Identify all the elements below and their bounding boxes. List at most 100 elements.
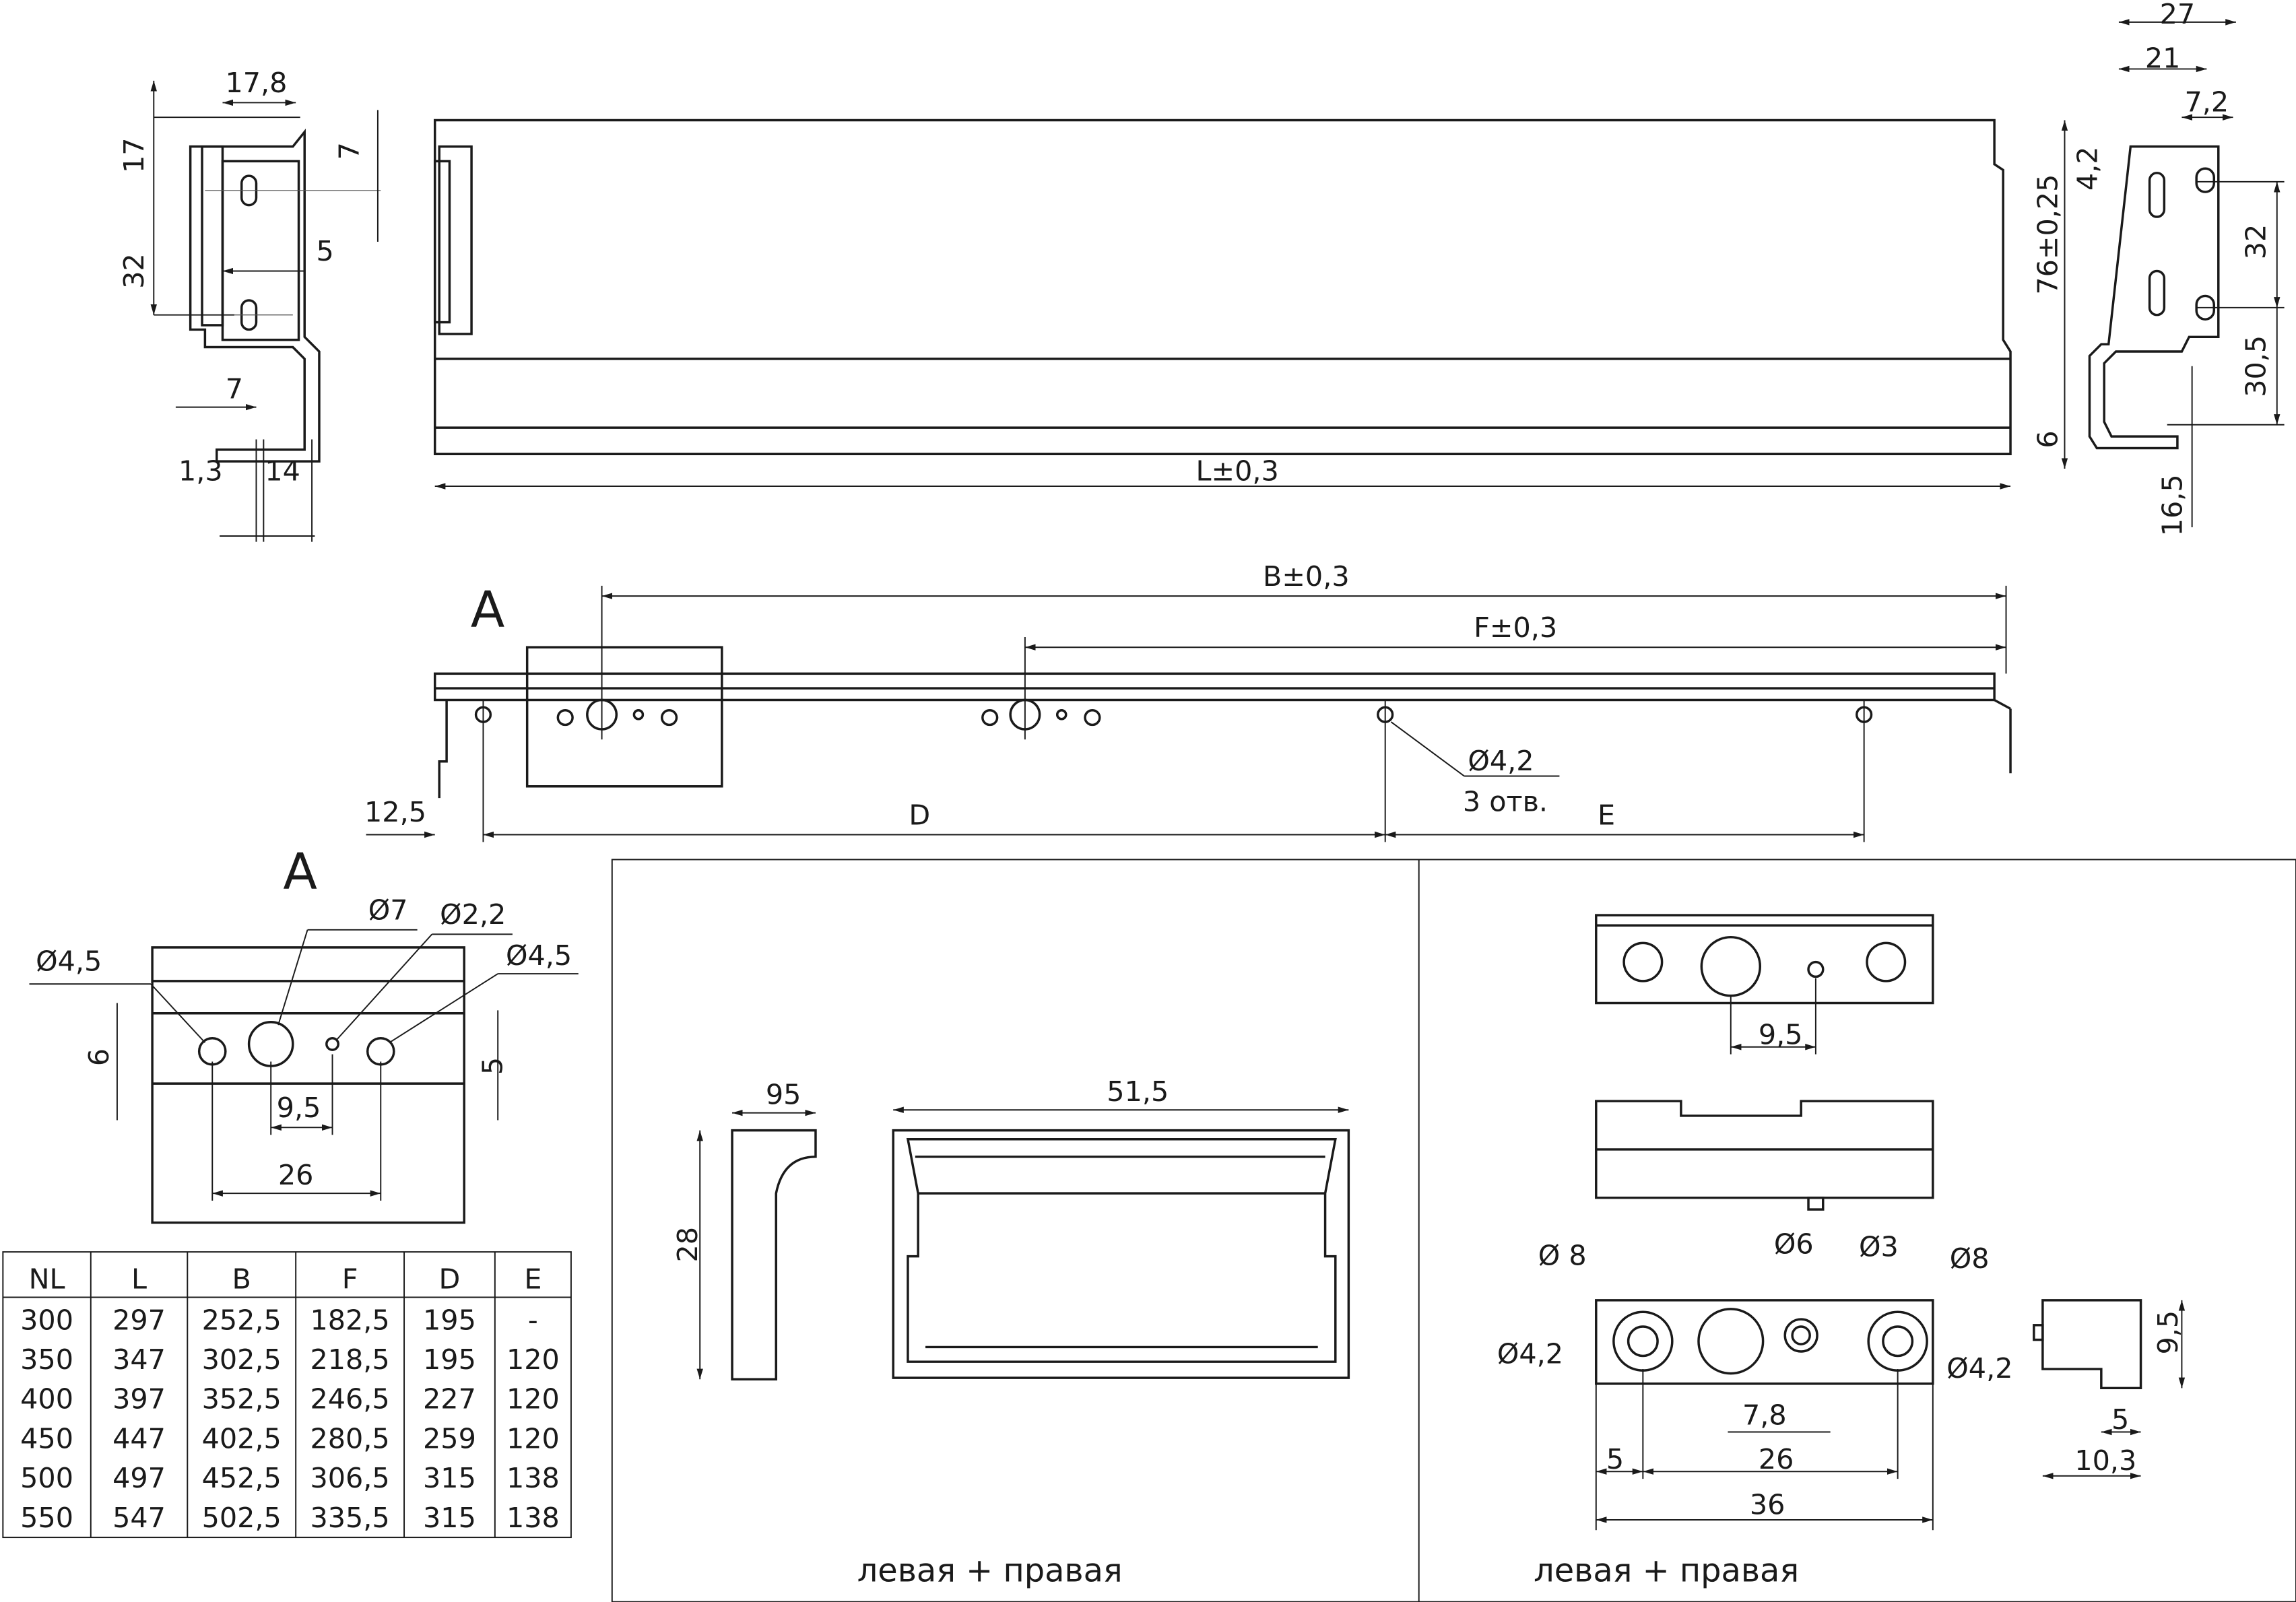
dim-6-detail: 6 <box>83 1048 115 1066</box>
table-cell: 195 <box>423 1304 476 1336</box>
dim-17: 17 <box>118 137 150 173</box>
table-cell: - <box>528 1304 538 1336</box>
dim-d4-2-left: Ø4,2 <box>1497 1337 1563 1370</box>
dim-16-5: 16,5 <box>2156 474 2188 536</box>
caption-right: левая + правая <box>1534 1552 1799 1589</box>
dim-26-piece: 26 <box>1759 1443 1794 1475</box>
table-cell: 315 <box>423 1462 476 1494</box>
dim-f: F±0,3 <box>1474 611 1557 644</box>
table-cell: 352,5 <box>202 1383 282 1415</box>
table-cell: 402,5 <box>202 1422 282 1455</box>
right-side-profile: 27 21 7,2 4,2 76±0,25 32 30,5 6 16,5 <box>2032 0 2285 536</box>
detail-marker-a: A <box>283 843 317 901</box>
dim-9-5-detail: 9,5 <box>277 1092 321 1124</box>
dim-5: 5 <box>317 235 334 267</box>
table-header: E <box>524 1263 542 1295</box>
detail-a: A Ø4,5 Ø7 Ø2,2 Ø4,5 6 5 9,5 26 <box>29 843 579 1224</box>
dim-b: B±0,3 <box>1263 560 1350 593</box>
table-cell: 120 <box>506 1422 560 1455</box>
table-header: B <box>232 1263 251 1295</box>
dim-5-small: 5 <box>2111 1403 2129 1436</box>
dim-26-detail: 26 <box>278 1159 314 1191</box>
table-cell: 302,5 <box>202 1343 282 1376</box>
table-cell: 550 <box>20 1502 73 1534</box>
table-cell: 300 <box>20 1304 73 1336</box>
table-cell: 500 <box>20 1462 73 1494</box>
dim-7-vertical: 7 <box>333 142 366 160</box>
dim-10-3: 10,3 <box>2074 1444 2136 1477</box>
table-header: F <box>342 1263 358 1295</box>
table-cell: 246,5 <box>310 1383 389 1415</box>
dim-30-5: 30,5 <box>2239 335 2272 397</box>
dim-51-5: 51,5 <box>1107 1075 1169 1108</box>
dim-7: 7 <box>226 373 243 405</box>
dim-7-8: 7,8 <box>1742 1399 1787 1432</box>
table-cell: 120 <box>506 1383 560 1415</box>
table-cell: 452,5 <box>202 1462 282 1494</box>
dim-4-2: 4,2 <box>2071 146 2103 191</box>
table-cell: 547 <box>112 1502 166 1534</box>
dim-e: E <box>1598 799 1615 831</box>
table-cell: 306,5 <box>310 1462 389 1494</box>
caption-left: левая + правая <box>857 1552 1123 1589</box>
table-cell: 252,5 <box>202 1304 282 1336</box>
table-cell: 227 <box>423 1383 476 1415</box>
table-cell: 195 <box>423 1343 476 1376</box>
dim-d: D <box>909 799 930 831</box>
dim-d2-2: Ø2,2 <box>440 898 506 931</box>
dim-95: 95 <box>766 1079 801 1111</box>
dim-d6: Ø6 <box>1774 1228 1814 1260</box>
dim-d4-5-right: Ø4,5 <box>506 939 572 972</box>
table-cell: 315 <box>423 1502 476 1534</box>
dim-d3: Ø3 <box>1859 1231 1899 1263</box>
dim-9-5-small: 9,5 <box>2152 1310 2184 1355</box>
dim-17-8: 17,8 <box>225 67 287 99</box>
dim-1-3: 1,3 <box>178 455 223 487</box>
table-cell: 138 <box>506 1502 560 1534</box>
dim-28: 28 <box>671 1227 704 1263</box>
table-cell: 447 <box>112 1422 166 1455</box>
table-cell: 259 <box>423 1422 476 1455</box>
dim-d8-right: Ø8 <box>1950 1242 1990 1275</box>
dim-12-5: 12,5 <box>364 796 426 828</box>
table-header: D <box>439 1263 461 1295</box>
dim-7-2: 7,2 <box>2185 86 2229 118</box>
dim-length: L±0,3 <box>1195 455 1278 487</box>
dim-6: 6 <box>2032 430 2064 448</box>
dim-5-detail: 5 <box>477 1057 509 1075</box>
table-cell: 450 <box>20 1422 73 1455</box>
size-table: NL L B F D E 300 297 252,5 182,5 195 - 350 347 302,5 21… <box>2 1251 572 1539</box>
section-marker-a: A <box>471 581 505 639</box>
table-header: L <box>131 1263 147 1295</box>
rail-top-view: A B±0,3 F±0,3 Ø4,2 3 отв. 12,5 D E <box>364 560 2012 842</box>
table-cell: 280,5 <box>310 1422 389 1455</box>
table-cell: 347 <box>112 1343 166 1376</box>
table-cell: 397 <box>112 1383 166 1415</box>
table-cell: 120 <box>506 1343 560 1376</box>
dim-27: 27 <box>2160 0 2196 30</box>
table-cell: 502,5 <box>202 1502 282 1534</box>
table-cell: 138 <box>506 1462 560 1494</box>
table-cell: 182,5 <box>310 1304 389 1336</box>
holes-count: 3 отв. <box>1463 786 1548 818</box>
components-panel: 95 28 51,5 левая + правая 9,5 Ø 8 Ø6 Ø3 … <box>611 859 2296 1602</box>
dim-14: 14 <box>265 455 300 487</box>
table-cell: 497 <box>112 1462 166 1494</box>
dim-d8-left: Ø 8 <box>1538 1240 1587 1272</box>
dim-9-5-piece: 9,5 <box>1759 1018 1803 1050</box>
dim-d4-5-left: Ø4,5 <box>36 945 102 978</box>
rail-front-view: L±0,3 <box>433 119 2012 490</box>
table-cell: 297 <box>112 1304 166 1336</box>
dim-21: 21 <box>2145 42 2181 74</box>
dim-36: 36 <box>1750 1488 1785 1521</box>
dim-d7: Ø7 <box>368 894 408 927</box>
table-cell: 218,5 <box>310 1343 389 1376</box>
left-side-profile: 17,8 17 7 32 5 7 1,3 14 <box>118 67 381 542</box>
dim-32-right: 32 <box>2239 224 2272 260</box>
table-header: NL <box>29 1263 65 1295</box>
table-cell: 350 <box>20 1343 73 1376</box>
dim-32: 32 <box>118 253 150 289</box>
dim-5-piece: 5 <box>1606 1443 1624 1475</box>
dim-d4-2-right: Ø4,2 <box>1946 1352 2012 1384</box>
